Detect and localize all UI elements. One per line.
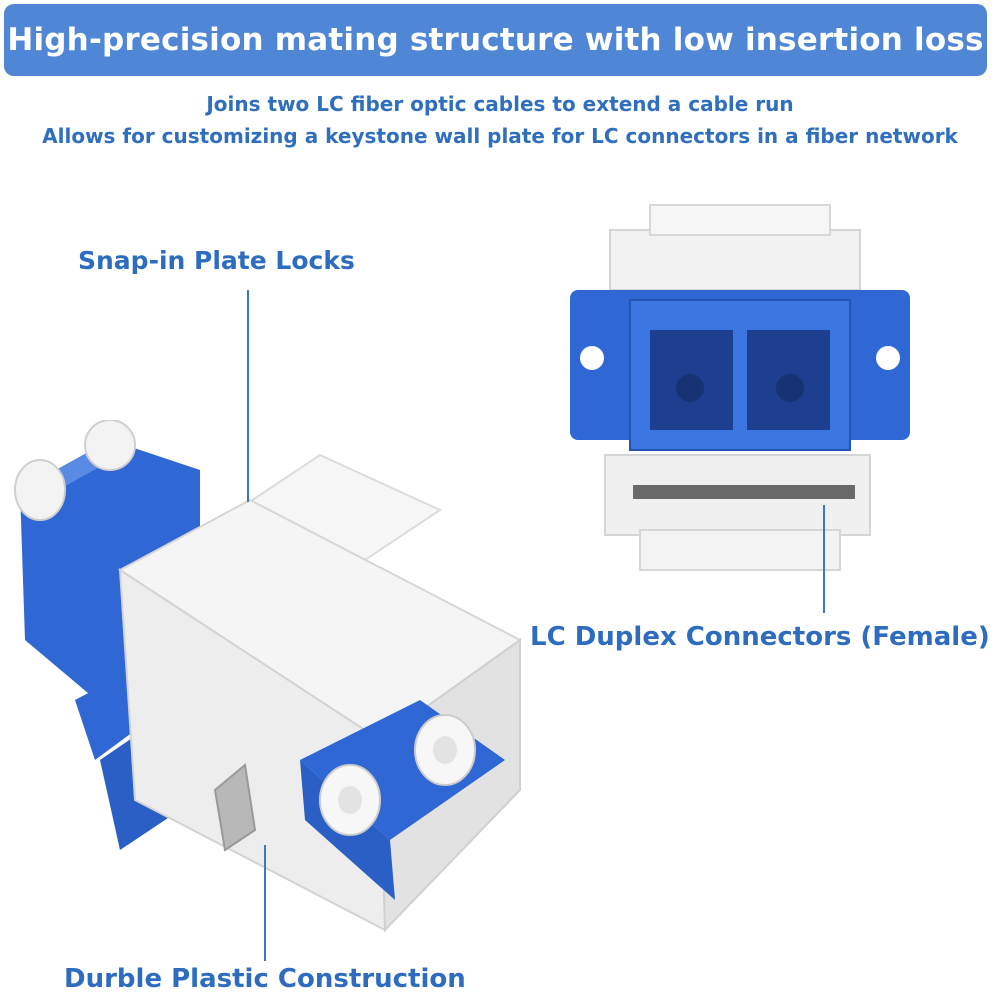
keystone-coupler-front-view bbox=[570, 204, 910, 571]
callout-lc-duplex-connectors: LC Duplex Connectors (Female) bbox=[530, 622, 990, 652]
title-banner: High-precision mating structure with low… bbox=[4, 4, 987, 76]
callout-leader-lc-duplex bbox=[823, 505, 825, 613]
callout-snap-in-plate-locks: Snap-in Plate Locks bbox=[78, 246, 355, 275]
keystone-coupler-side-view bbox=[14, 420, 522, 933]
callout-leader-snap-in bbox=[247, 290, 249, 502]
callout-durable-plastic-construction: Durble Plastic Construction bbox=[64, 964, 466, 994]
callout-leader-durable bbox=[264, 845, 266, 961]
description-line-1: Joins two LC fiber optic cables to exten… bbox=[206, 92, 794, 116]
banner-title: High-precision mating structure with low… bbox=[7, 22, 984, 58]
description-line-2: Allows for customizing a keystone wall p… bbox=[42, 124, 958, 148]
